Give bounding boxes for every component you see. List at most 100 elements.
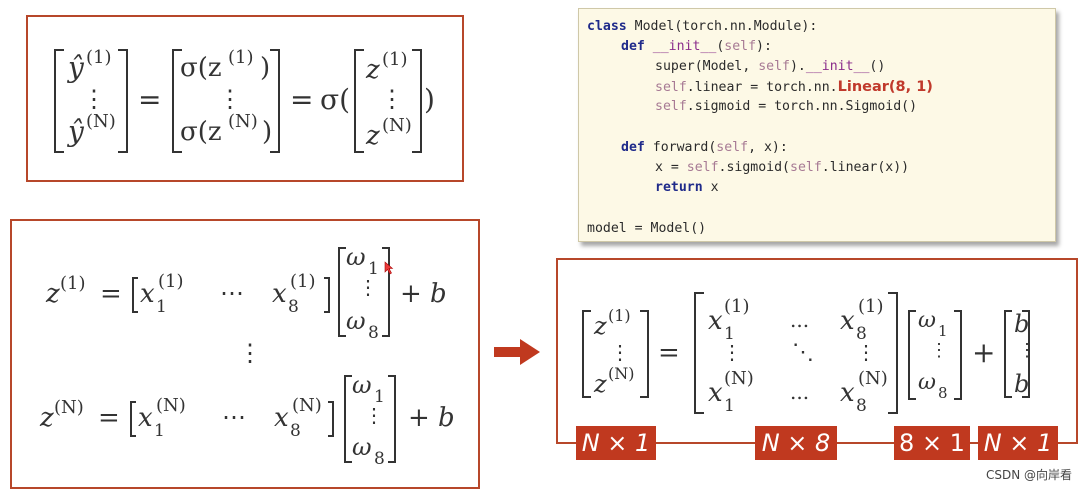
vdots: ⋮: [218, 85, 242, 113]
equals-sign: =: [100, 279, 122, 309]
equals-sign: =: [138, 83, 162, 116]
vdots: ⋮: [930, 340, 948, 361]
x1-1: x: [708, 306, 723, 336]
weight-left-bracket: [908, 310, 916, 400]
sigma-z-n: σ(z: [180, 117, 222, 147]
ddots: ⋱: [792, 340, 814, 365]
weight-right-bracket: [388, 375, 396, 463]
right-bracket: [640, 310, 649, 398]
code-line-8: return x: [655, 180, 719, 195]
plus-b: + b: [400, 279, 447, 309]
w1: ω: [352, 371, 372, 399]
x8-1-sub: 8: [288, 297, 299, 317]
z-1-sup: (1): [60, 273, 86, 294]
code-line-4: self.linear = torch.nn.Linear(8, 1): [655, 79, 933, 95]
yhat-n-sup: (N): [86, 111, 116, 132]
left-bracket: [582, 310, 591, 398]
code-line-3: super(Model, self).__init__(): [655, 59, 886, 74]
equals-sign: =: [290, 83, 314, 116]
hdots: ⋯: [222, 403, 246, 431]
right-bracket: [412, 49, 422, 153]
x8-n-sub: 8: [856, 396, 867, 416]
hdots: ...: [790, 308, 810, 332]
left-bracket: [54, 49, 64, 153]
hdots: ⋯: [220, 279, 244, 307]
watermark: CSDN @向岸看: [985, 468, 1072, 482]
sigma-open: σ(: [320, 83, 351, 116]
bias-left-bracket: [1004, 310, 1012, 398]
row-right-bracket: [328, 401, 334, 437]
b-top: b: [1014, 310, 1030, 338]
left-bracket: [354, 49, 364, 153]
z-1-sup: (1): [382, 49, 408, 70]
yhat-1-sup: (1): [86, 47, 112, 68]
weight-left-bracket: [344, 375, 352, 463]
per-sample-linear-box: z (1) = x 1 (1) ⋯ x 8 (1) ω 1 ⋮ ω 8 + b …: [10, 219, 480, 489]
code-line-2: def __init__(self):: [621, 39, 772, 54]
w8: ω: [918, 370, 936, 395]
dim-label-x: N × 8: [755, 426, 837, 460]
vdots: ⋮: [856, 340, 876, 364]
vdots: ⋮: [610, 340, 630, 364]
code-line-6: def forward(self, x):: [621, 140, 788, 155]
w8: ω: [346, 307, 366, 335]
x8-1: x: [840, 306, 855, 336]
sigma-z-n-close: ): [262, 117, 273, 147]
w8-sub: 8: [368, 323, 379, 343]
right-arrow-icon: [494, 339, 540, 365]
equals-sign: =: [98, 403, 120, 433]
w1-sub: 1: [368, 259, 379, 279]
z-1: z: [366, 55, 380, 85]
b-bottom: b: [1014, 370, 1030, 398]
row-left-bracket: [130, 401, 136, 437]
x1-1: x: [140, 279, 155, 309]
x1-n-sub: 1: [154, 421, 165, 441]
mouse-cursor-icon: [384, 261, 394, 275]
yhat-n: ŷ: [68, 115, 84, 148]
x1-1-sup: (1): [158, 271, 184, 292]
x1-n-sub: 1: [724, 396, 735, 416]
vdots: ⋮: [358, 275, 378, 299]
x8-1-sup: (1): [858, 296, 884, 317]
sigma-z-1-sup: (1): [228, 47, 254, 68]
x1-n: x: [708, 378, 723, 408]
z-n-sup: (N): [608, 364, 635, 383]
row-left-bracket: [132, 277, 138, 313]
dim-label-b: N × 1: [978, 426, 1058, 460]
x8-n-sup: (N): [292, 395, 322, 416]
sigmoid-vector-equation-box: ŷ (1) ⋮ ŷ (N) = σ(z (1) ) ⋮ σ(z (N) ) = …: [26, 15, 464, 182]
weight-right-bracket: [954, 310, 962, 400]
plus-sign: +: [972, 336, 996, 369]
vdots: ⋮: [1018, 340, 1036, 361]
z-n: z: [594, 370, 607, 398]
x8-n-sup: (N): [858, 368, 888, 389]
bias-right-bracket: [1022, 310, 1030, 398]
sigma-z-n-sup: (N): [228, 111, 258, 132]
x1-1-sub: 1: [156, 297, 167, 317]
w1: ω: [918, 308, 936, 333]
z-1: z: [46, 279, 60, 309]
hdots: ...: [790, 380, 810, 404]
vdots: ⋮: [238, 339, 262, 367]
x1-1-sub: 1: [724, 324, 735, 344]
matrix-form-box: z (1) ⋮ z (N) = x 1 (1) ... x 8 (1) ⋮ ⋱ …: [556, 258, 1078, 444]
right-bracket: [118, 49, 128, 153]
x1-n-sup: (N): [724, 368, 754, 389]
w8: ω: [352, 433, 372, 461]
x8-1-sub: 8: [856, 324, 867, 344]
code-line-9: model = Model(): [587, 221, 707, 236]
w8-sub: 8: [938, 384, 948, 402]
x8-1: x: [272, 279, 287, 309]
right-bracket: [270, 49, 280, 153]
weight-right-bracket: [382, 247, 390, 337]
sigma-z-1: σ(z: [180, 53, 222, 83]
z-n: z: [366, 121, 380, 151]
close-paren: ): [424, 83, 435, 116]
w1-sub: 1: [374, 387, 385, 407]
yhat-1: ŷ: [68, 51, 84, 84]
weight-left-bracket: [338, 247, 346, 337]
x1-n: x: [138, 403, 153, 433]
code-line-1: class Model(torch.nn.Module):: [587, 19, 818, 34]
sigma-z-1-close: ): [260, 53, 271, 83]
z-n-sup: (N): [382, 115, 412, 136]
